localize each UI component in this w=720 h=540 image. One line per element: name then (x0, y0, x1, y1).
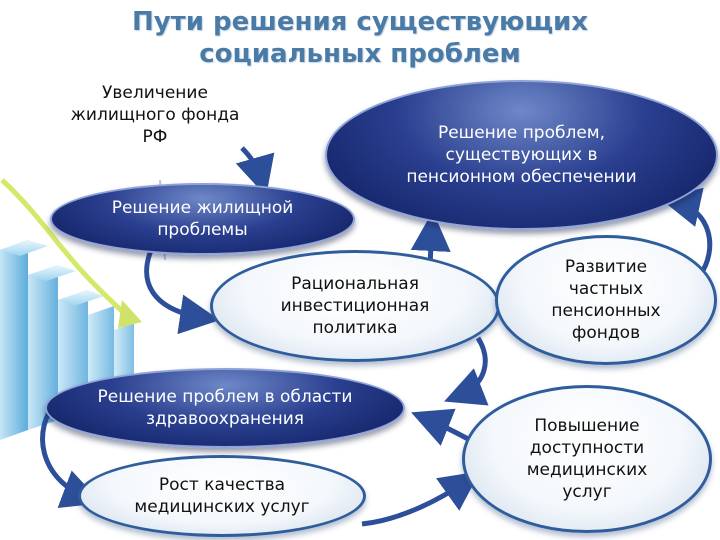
node-pension-solution-label: Решение проблем, существующих в пенсионн… (406, 123, 637, 187)
arrow-investment-to-healthcare (444, 336, 489, 406)
arrow-medical-access-to-healthcare (411, 408, 472, 446)
node-housing-solution: Решение жилищной проблемы (50, 183, 355, 255)
node-housing-fund: Увеличение жилищного фонда РФ (60, 70, 250, 160)
growth-arrowhead (118, 300, 142, 328)
node-housing-solution-label: Решение жилищной проблемы (111, 198, 294, 240)
arrow-medical-quality-to-access (361, 471, 481, 527)
node-medical-access: Повышение доступности медицинских услуг (462, 385, 712, 533)
node-medical-quality: Рост качества медицинских услуг (78, 455, 366, 537)
arrow-private-pension-to-pension (660, 187, 713, 277)
page-title: Пути решения существующих социальных про… (131, 7, 589, 69)
node-medical-quality-label: Рост качества медицинских услуг (134, 475, 310, 517)
node-pension-solution: Решение проблем, существующих в пенсионн… (325, 80, 718, 230)
node-healthcare-solution: Решение проблем в области здравоохранени… (45, 368, 405, 448)
arrow-housing-fund-to-solution (235, 146, 275, 197)
node-medical-access-label: Повышение доступности медицинских услуг (526, 416, 648, 502)
node-private-pension: Развитие частных пенсионных фондов (495, 235, 717, 365)
node-investment-policy-label: Рациональная инвестиционная политика (280, 274, 430, 338)
node-housing-fund-label: Увеличение жилищного фонда РФ (70, 83, 240, 147)
node-healthcare-solution-label: Решение проблем в области здравоохранени… (97, 387, 353, 429)
node-private-pension-label: Развитие частных пенсионных фондов (551, 257, 661, 343)
node-investment-policy: Рациональная инвестиционная политика (210, 250, 500, 362)
arrow-housing-to-investment (144, 246, 220, 335)
growth-line-decoration (0, 178, 132, 320)
